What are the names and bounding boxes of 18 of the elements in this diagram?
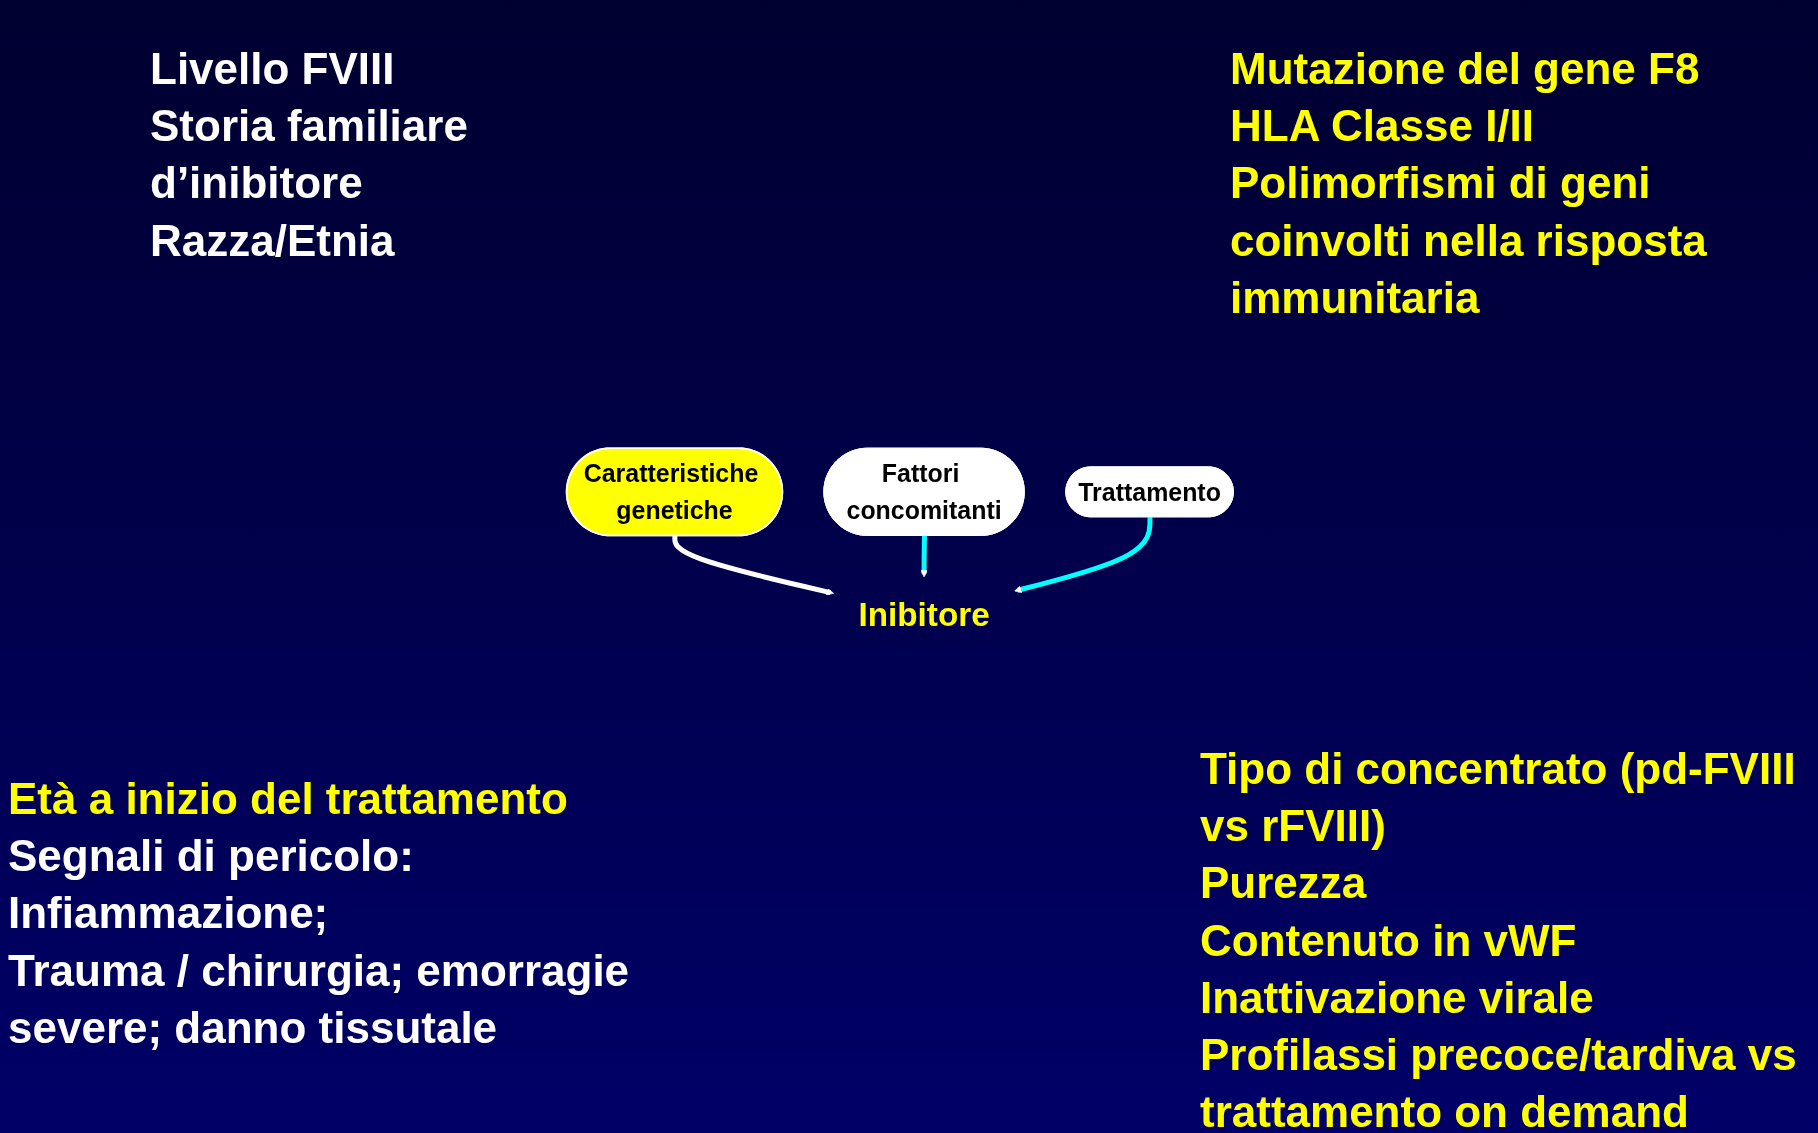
factor-text: HLA Classe I/II [1230, 100, 1536, 153]
factor-text: Infiammazione; [8, 887, 330, 940]
factor-text: Livello FVIII [150, 43, 396, 95]
factor-text: Profilassi precoce/tardiva vs trattamento on demand [1200, 1028, 1798, 1133]
factor-text: Purezza [1200, 857, 1368, 910]
factor-text: Inattivazione virale [1200, 971, 1595, 1024]
arrow [1014, 517, 1153, 593]
factor-text: Storia familiare d’inibitore [150, 100, 469, 210]
factor-text: Mutazione del gene F8 [1230, 43, 1701, 95]
factor-text: Età a inizio del trattamento [8, 773, 569, 825]
arrow [920, 535, 928, 578]
factor-text: Segnali di pericolo: [8, 830, 415, 883]
node-text: Inibitore [858, 596, 990, 633]
factor-text: Contenuto in vWF [1200, 914, 1578, 967]
factor-text: Tipo di concentrato (pd-FVIII vs rFVIII) [1200, 743, 1797, 853]
factor-text: Razza/Etnia [150, 214, 396, 267]
factor-text: Polimorfismi di geni coinvolti nella risposta immunitaria [1230, 157, 1708, 324]
factor-text: Trauma / chirurgia; emorragie severe; danno tissutale [8, 944, 631, 1054]
